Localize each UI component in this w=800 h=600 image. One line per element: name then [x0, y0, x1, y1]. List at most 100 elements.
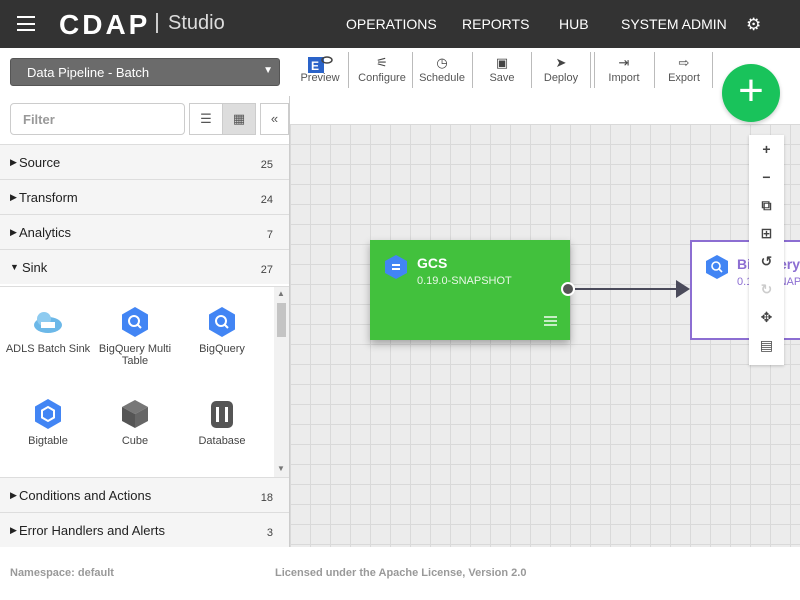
add-button[interactable]: +	[722, 64, 780, 122]
fit-to-screen-icon[interactable]: ⧉	[761, 197, 772, 213]
bigquery-hex-icon	[209, 307, 235, 337]
align-nodes-icon[interactable]: ⊞	[760, 225, 773, 241]
category-conditions-and-actions[interactable]: ▶ Conditions and Actions 18	[0, 477, 289, 512]
category-transform[interactable]: ▶ Transform 24	[0, 179, 289, 214]
brand-divider	[156, 13, 158, 33]
category-count: 3	[266, 527, 273, 539]
configure-button[interactable]: ⚟ Configure	[356, 54, 408, 90]
save-button[interactable]: ▣ Save	[478, 54, 526, 90]
brand-logo[interactable]: CDAP	[59, 9, 151, 40]
category-count: 18	[260, 492, 273, 504]
category-label: Conditions and Actions	[19, 488, 152, 503]
category-sink[interactable]: ▼ Sink 27	[0, 249, 289, 284]
output-port[interactable]	[561, 282, 575, 296]
gears-icon[interactable]: ⚙	[746, 15, 762, 34]
category-analytics[interactable]: ▶ Analytics 7	[0, 214, 289, 249]
footer: Namespace: default Licensed under the Ap…	[0, 547, 800, 600]
import-button[interactable]: ⇥ Import	[600, 54, 648, 90]
category-source[interactable]: ▶ Source 25	[0, 144, 289, 179]
move-icon[interactable]: ✥	[760, 309, 773, 325]
plugin-sidebar: Filter ☰ ▦ « ▶ Source 25 ▶ Transform 24 …	[0, 96, 290, 547]
nav-operations[interactable]: OPERATIONS	[346, 16, 437, 32]
plugin-cube[interactable]: Cube	[90, 397, 180, 447]
plugin-label: BigQuery Multi Table	[98, 343, 172, 367]
toolbar-divider	[531, 52, 532, 88]
collapse-sidebar-icon[interactable]: «	[260, 103, 289, 135]
nav-system-admin[interactable]: SYSTEM ADMIN	[621, 16, 727, 32]
plugin-database[interactable]: Database	[177, 397, 267, 447]
redo-icon[interactable]: ↻	[760, 281, 773, 297]
node-gcs[interactable]: GCS 0.19.0-SNAPSHOT	[370, 240, 570, 340]
plugin-label: Cube	[121, 435, 149, 447]
gcs-hex-icon	[385, 255, 407, 279]
caret-down-icon: ▼	[10, 262, 19, 272]
connection-arrow	[575, 280, 690, 298]
configure-label: Configure	[358, 72, 406, 84]
nav-reports[interactable]: REPORTS	[462, 16, 530, 32]
toolbar-divider	[590, 52, 591, 88]
schedule-label: Schedule	[419, 72, 465, 84]
plugin-bigquery-multi-table[interactable]: BigQuery Multi Table	[90, 305, 180, 367]
category-count: 25	[260, 159, 273, 171]
category-count: 27	[260, 264, 273, 276]
list-view-icon[interactable]: ☰	[189, 103, 223, 135]
plugin-bigquery[interactable]: BigQuery	[177, 305, 267, 355]
pipeline-canvas[interactable]: GCS 0.19.0-SNAPSHOT BigQuery 0.19.0-SNAP…	[290, 124, 800, 547]
plugin-label: BigQuery	[199, 343, 245, 355]
database-icon	[211, 401, 233, 428]
category-count: 24	[260, 194, 273, 206]
toolbar-divider	[712, 52, 713, 88]
preview-button[interactable]: E Preview	[298, 54, 342, 90]
category-label: Transform	[19, 190, 78, 205]
chevron-down-icon: ▼	[263, 65, 273, 76]
plugin-scrollbar[interactable]: ▲ ▼	[274, 287, 289, 477]
namespace-label: Namespace: default	[10, 567, 114, 579]
bigquery-hex-icon	[122, 307, 148, 337]
zoom-in-icon[interactable]: +	[762, 141, 771, 157]
scroll-down-icon[interactable]: ▼	[277, 464, 285, 473]
sliders-icon: ⚟	[376, 55, 388, 70]
plugin-bigtable[interactable]: Bigtable	[3, 397, 93, 447]
caret-right-icon: ▶	[10, 157, 17, 167]
export-button[interactable]: ⇨ Export	[660, 54, 708, 90]
svg-text:E: E	[311, 59, 319, 73]
paper-plane-icon: ➤	[555, 55, 567, 70]
plugin-label: Database	[198, 435, 246, 447]
schedule-button[interactable]: ◷ Schedule	[416, 54, 468, 90]
deploy-label: Deploy	[543, 72, 579, 84]
comment-icon[interactable]: ▤	[759, 337, 774, 353]
node-version: 0.19.0-SNAPSHOT	[417, 275, 512, 287]
export-icon: ⇨	[678, 55, 690, 70]
plugin-label: ADLS Batch Sink	[5, 343, 91, 355]
floppy-disk-icon: ▣	[495, 55, 509, 70]
toolbar-divider	[412, 52, 413, 88]
scrollbar-thumb[interactable]	[277, 303, 286, 337]
filter-input[interactable]: Filter	[10, 103, 185, 135]
export-label: Export	[668, 72, 700, 84]
hamburger-menu-icon[interactable]	[17, 16, 35, 31]
license-link[interactable]: Licensed under the Apache License, Versi…	[275, 567, 527, 579]
nav-hub[interactable]: HUB	[559, 16, 589, 32]
grid-view-icon[interactable]: ▦	[222, 103, 256, 135]
deploy-button[interactable]: ➤ Deploy	[537, 54, 585, 90]
toolbar-divider	[348, 52, 349, 88]
studio-label: Studio	[168, 12, 225, 34]
pipeline-type-select[interactable]: Data Pipeline - Batch ▼	[10, 58, 280, 86]
category-count: 7	[266, 229, 273, 241]
category-label: Source	[19, 155, 61, 170]
bigtable-hex-icon	[35, 399, 61, 429]
scroll-up-icon[interactable]: ▲	[277, 289, 285, 298]
azure-cloud-icon	[34, 312, 62, 333]
toolbar-divider	[594, 52, 595, 88]
plugin-adls-batch-sink[interactable]: ADLS Batch Sink	[3, 305, 93, 355]
top-nav-bar: CDAP Studio OPERATIONS REPORTS HUB SYSTE…	[0, 0, 800, 48]
category-error-handlers-and-alerts[interactable]: ▶ Error Handlers and Alerts 3	[0, 512, 289, 547]
undo-icon[interactable]: ↺	[760, 253, 773, 269]
toolbar-divider	[472, 52, 473, 88]
bigquery-hex-icon	[706, 255, 728, 279]
pipeline-toolbar: E Preview ⚟ Configure ◷ Schedule ▣ Save …	[290, 48, 800, 124]
clock-icon: ◷	[436, 55, 448, 70]
node-menu-icon[interactable]	[544, 316, 557, 328]
zoom-out-icon[interactable]: −	[762, 169, 771, 185]
pipeline-type-value: Data Pipeline - Batch	[27, 65, 150, 80]
